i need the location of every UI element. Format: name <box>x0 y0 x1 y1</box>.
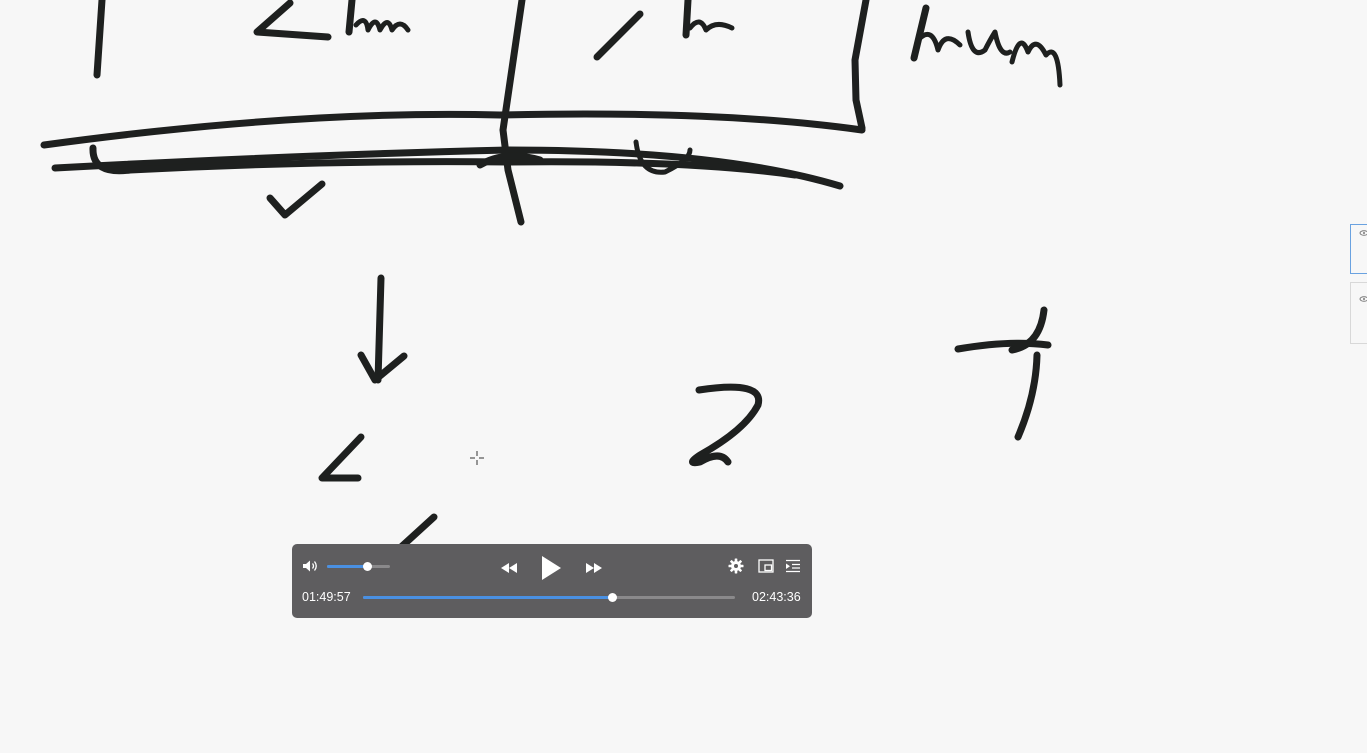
page-thumbnail-panel <box>1350 222 1367 346</box>
total-duration: 02:43:36 <box>752 590 801 604</box>
media-player-controls: 01:49:57 02:43:36 <box>292 544 812 618</box>
picture-in-picture-button[interactable] <box>756 557 776 575</box>
fast-forward-button[interactable] <box>582 560 606 576</box>
playlist-button[interactable] <box>783 557 803 575</box>
speaker-icon <box>303 560 317 572</box>
picture-in-picture-icon <box>758 559 774 573</box>
volume-slider-handle[interactable] <box>363 562 373 571</box>
eye-icon <box>1359 296 1367 302</box>
volume-slider[interactable] <box>327 562 390 571</box>
handwriting-strokes <box>40 0 1063 552</box>
playlist-icon <box>786 559 800 573</box>
seek-bar[interactable] <box>363 593 735 602</box>
current-time: 01:49:57 <box>302 590 351 604</box>
playback-progress <box>363 596 613 599</box>
rewind-button[interactable] <box>497 560 521 576</box>
rewind-icon <box>501 563 517 573</box>
page-thumbnail[interactable] <box>1350 224 1367 274</box>
fast-forward-icon <box>586 563 602 573</box>
page-thumbnail[interactable] <box>1350 282 1367 344</box>
volume-button[interactable] <box>301 557 321 575</box>
seek-handle[interactable] <box>608 593 618 602</box>
play-icon <box>542 556 561 580</box>
gear-icon <box>728 558 744 574</box>
volume-level <box>327 565 368 568</box>
eye-icon <box>1359 230 1367 236</box>
play-button[interactable] <box>538 555 564 581</box>
settings-button[interactable] <box>726 557 746 575</box>
crosshair-cursor-icon <box>470 451 484 465</box>
